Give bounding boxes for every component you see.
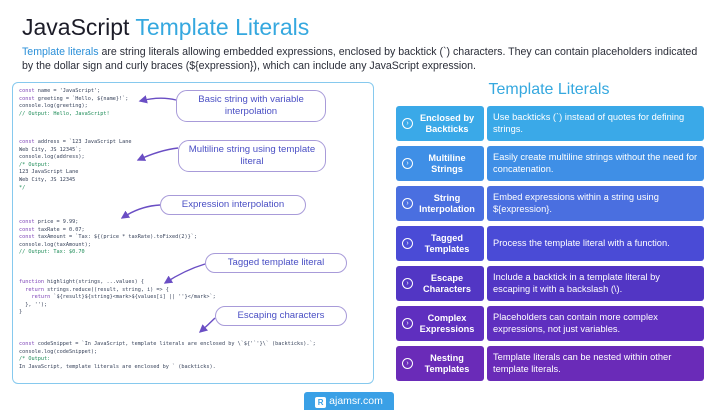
code-line: /* Output: [19, 161, 51, 168]
feature-row: Nesting Templates›Template literals can … [396, 346, 704, 381]
feature-row: Enclosed by Backticks›Use backticks (`) … [396, 106, 704, 141]
code-line: }, ''); [19, 301, 48, 308]
feature-description: Include a backtick in a template literal… [487, 266, 704, 301]
arrow-escaping [198, 317, 216, 333]
intro-text: are string literals allowing embedded ex… [22, 46, 698, 72]
code-line: // Output: Hello, JavaScript! [19, 110, 110, 117]
feature-row: Tagged Templates›Process the template li… [396, 226, 704, 261]
feature-description: Embed expressions within a string using … [487, 186, 704, 221]
code-line: const codeSnippet = `In JavaScript, temp… [19, 341, 316, 347]
logo-icon: R [315, 397, 327, 408]
chevron-right-icon: › [402, 198, 413, 209]
code-line: const price = 9.99; [19, 219, 79, 225]
intro-paragraph: Template literals are string literals al… [22, 45, 702, 73]
feature-description: Template literals can be nested within o… [487, 346, 704, 381]
feature-description: Process the template literal with a func… [487, 226, 704, 261]
arrow-multiline [136, 147, 179, 161]
intro-highlight: Template literals [22, 46, 99, 58]
callout-basic: Basic string with variable interpolation [176, 90, 326, 122]
feature-label: Escape Characters [396, 266, 484, 301]
feature-row: String Interpolation›Embed expressions w… [396, 186, 704, 221]
callout-multiline: Multiline string using template literal [178, 140, 326, 172]
title-javascript: JavaScript [22, 14, 130, 40]
feature-description: Easily create multiline strings without … [487, 146, 704, 181]
code-line: Web City, JS 12345 [19, 176, 76, 183]
code-line: In JavaScript, template literals are enc… [19, 363, 216, 370]
footer-site: ajamsr.com [329, 395, 383, 407]
code-line: const greeting = `Hello, ${name}!`; [19, 95, 129, 102]
code-line: // Output: Tax: $0.70 [19, 249, 85, 256]
chevron-right-icon: › [402, 358, 413, 369]
chevron-right-icon: › [402, 118, 413, 129]
code-line: 123 JavaScript Lane [19, 169, 79, 176]
code-line: */ [19, 184, 26, 191]
table-title: Template Literals [488, 81, 610, 98]
chevron-right-icon: › [402, 238, 413, 249]
code-line: Web City, JS 12345`; [19, 146, 82, 153]
code-line: console.log(taxAmount); [19, 241, 91, 248]
code-line: } [19, 309, 23, 316]
callout-tagged: Tagged template literal [205, 253, 347, 273]
code-line: const address = `123 JavaScript Lane [19, 139, 132, 145]
chevron-right-icon: › [402, 318, 413, 329]
code-line: const name = 'JavaScript'; [19, 88, 101, 94]
code-line: console.log(address); [19, 154, 85, 161]
code-examples-panel: const name = 'JavaScript';const greeting… [12, 82, 374, 384]
code-block-escaping: const codeSnippet = `In JavaScript, temp… [19, 341, 316, 371]
code-block-basic: const name = 'JavaScript';const greeting… [19, 88, 128, 118]
feature-description: Use backticks (`) instead of quotes for … [487, 106, 704, 141]
code-line: return strings.reduce((result, string, i… [25, 286, 169, 293]
feature-row: Multiline Strings›Easily create multilin… [396, 146, 704, 181]
code-block-expression: const price = 9.99;const taxRate = 0.07;… [19, 219, 197, 257]
feature-description: Placeholders can contain more complex ex… [487, 306, 704, 341]
title-template-literals: Template Literals [135, 14, 310, 40]
arrow-expression [120, 204, 161, 219]
code-line: console.log(greeting); [19, 103, 88, 110]
callout-expression: Expression interpolation [160, 195, 306, 215]
feature-row: Escape Characters› Include a backtick in … [396, 266, 704, 301]
arrow-tagged [163, 263, 206, 284]
chevron-right-icon: › [402, 278, 413, 289]
code-line: console.log(codeSnippet); [19, 348, 98, 355]
feature-row: Complex Expressions›Placeholders can con… [396, 306, 704, 341]
code-line: function highlight(strings, ...values) { [19, 279, 144, 285]
arrow-basic [138, 95, 177, 104]
code-line: /* Output: [19, 356, 51, 363]
code-line: return `${result}${string}<mark>${values… [31, 294, 216, 301]
code-line: const taxRate = 0.07; [19, 226, 85, 233]
page-title: JavaScript Template Literals [22, 12, 309, 42]
code-line: const taxAmount = `Tax: ${(price * taxRa… [19, 234, 198, 241]
callout-escaping: Escaping characters [215, 306, 347, 326]
code-block-tagged: function highlight(strings, ...values) {… [19, 279, 216, 317]
chevron-right-icon: › [402, 158, 413, 169]
